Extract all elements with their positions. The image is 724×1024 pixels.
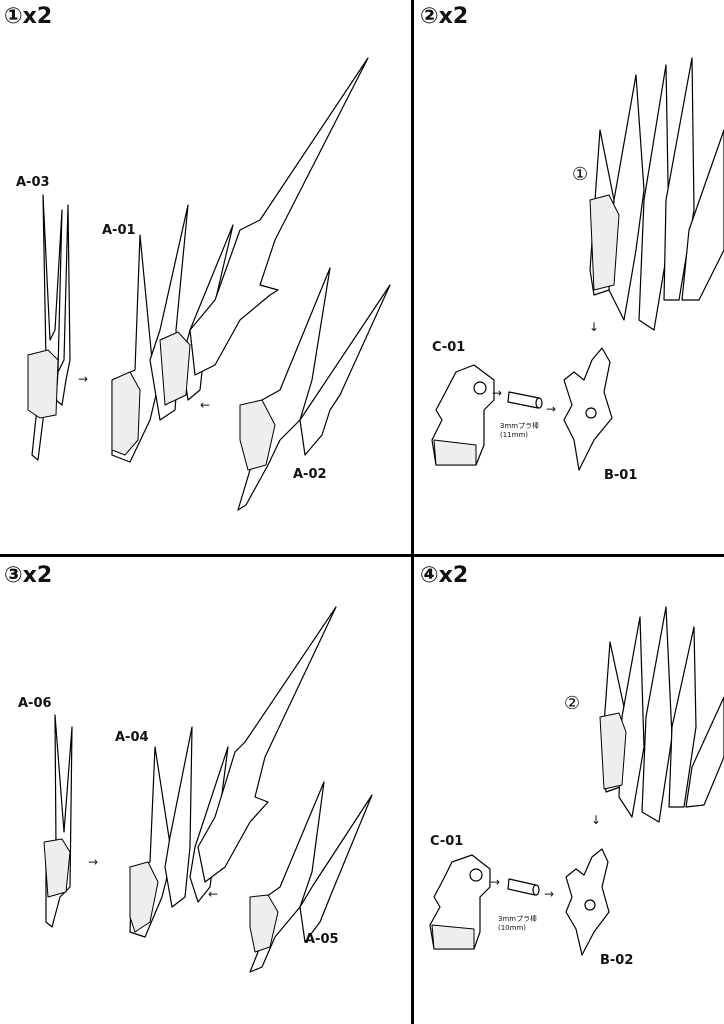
part-a06 [43,714,73,928]
assembled-blade-2 [599,606,724,823]
label-b02: B-02 [600,953,634,968]
label-b01: B-01 [604,468,638,483]
step-2-illustration [431,57,724,471]
horizontal-divider [0,554,724,557]
step-2-title: ②x2 [420,4,469,29]
assembled-blade-1 [589,57,724,331]
arrow-right: → [490,875,501,889]
arrow-right: → [546,402,557,416]
step-4-title: ④x2 [420,563,469,588]
panel-step-1: ①x2 A-03 A-01 A-02 → ← [0,0,411,554]
panel-step-2: ②x2 ① ↓ C-01 B-01 → → 3mmプラ棒 (11mm [414,0,724,554]
part-a02 [237,267,391,511]
label-a04: A-04 [115,730,149,745]
step-1-illustration [27,57,391,511]
step-3-illustration [43,606,373,973]
arrow-down: ↓ [591,813,602,827]
label-c01: C-01 [432,340,466,355]
part-b02 [565,848,610,956]
arrow-left: ← [208,887,219,901]
part-a05 [249,781,373,973]
arrow-right: → [544,887,555,901]
label-a03: A-03 [16,175,50,190]
vertical-divider [411,0,414,1024]
plastic-rod [507,391,543,409]
label-a06: A-06 [18,696,52,711]
part-a01 [111,57,369,463]
rod-spec: 3mmプラ棒 (11mm) [500,422,540,439]
label-a05: A-05 [305,932,339,947]
part-c01 [431,364,495,466]
arrow-left: ← [200,398,211,412]
panel-step-3: ③x2 A-06 A-04 A-05 → ← [0,557,411,1024]
step-3-title: ③x2 [4,563,53,588]
arrow-right: → [492,386,503,400]
part-c01 [429,854,491,950]
arrow-right: → [78,372,89,386]
step-4-illustration [429,606,724,956]
panel-step-4: ④x2 ② ↓ C-01 B-02 → → 3mmプラ棒 (10mm) [414,557,724,1024]
part-a04 [129,606,337,938]
arrow-down: ↓ [589,320,600,334]
rod-spec: 3mmプラ棒 (10mm) [498,915,538,932]
arrow-right: → [88,855,99,869]
label-a02: A-02 [293,467,327,482]
step-1-title: ①x2 [4,4,53,29]
label-c01: C-01 [430,834,464,849]
label-a01: A-01 [102,223,136,238]
plastic-rod [507,878,540,896]
circled-step-ref: ② [564,693,581,714]
part-b01 [563,347,613,471]
circled-step-ref: ① [572,164,589,185]
part-a03 [27,194,71,461]
